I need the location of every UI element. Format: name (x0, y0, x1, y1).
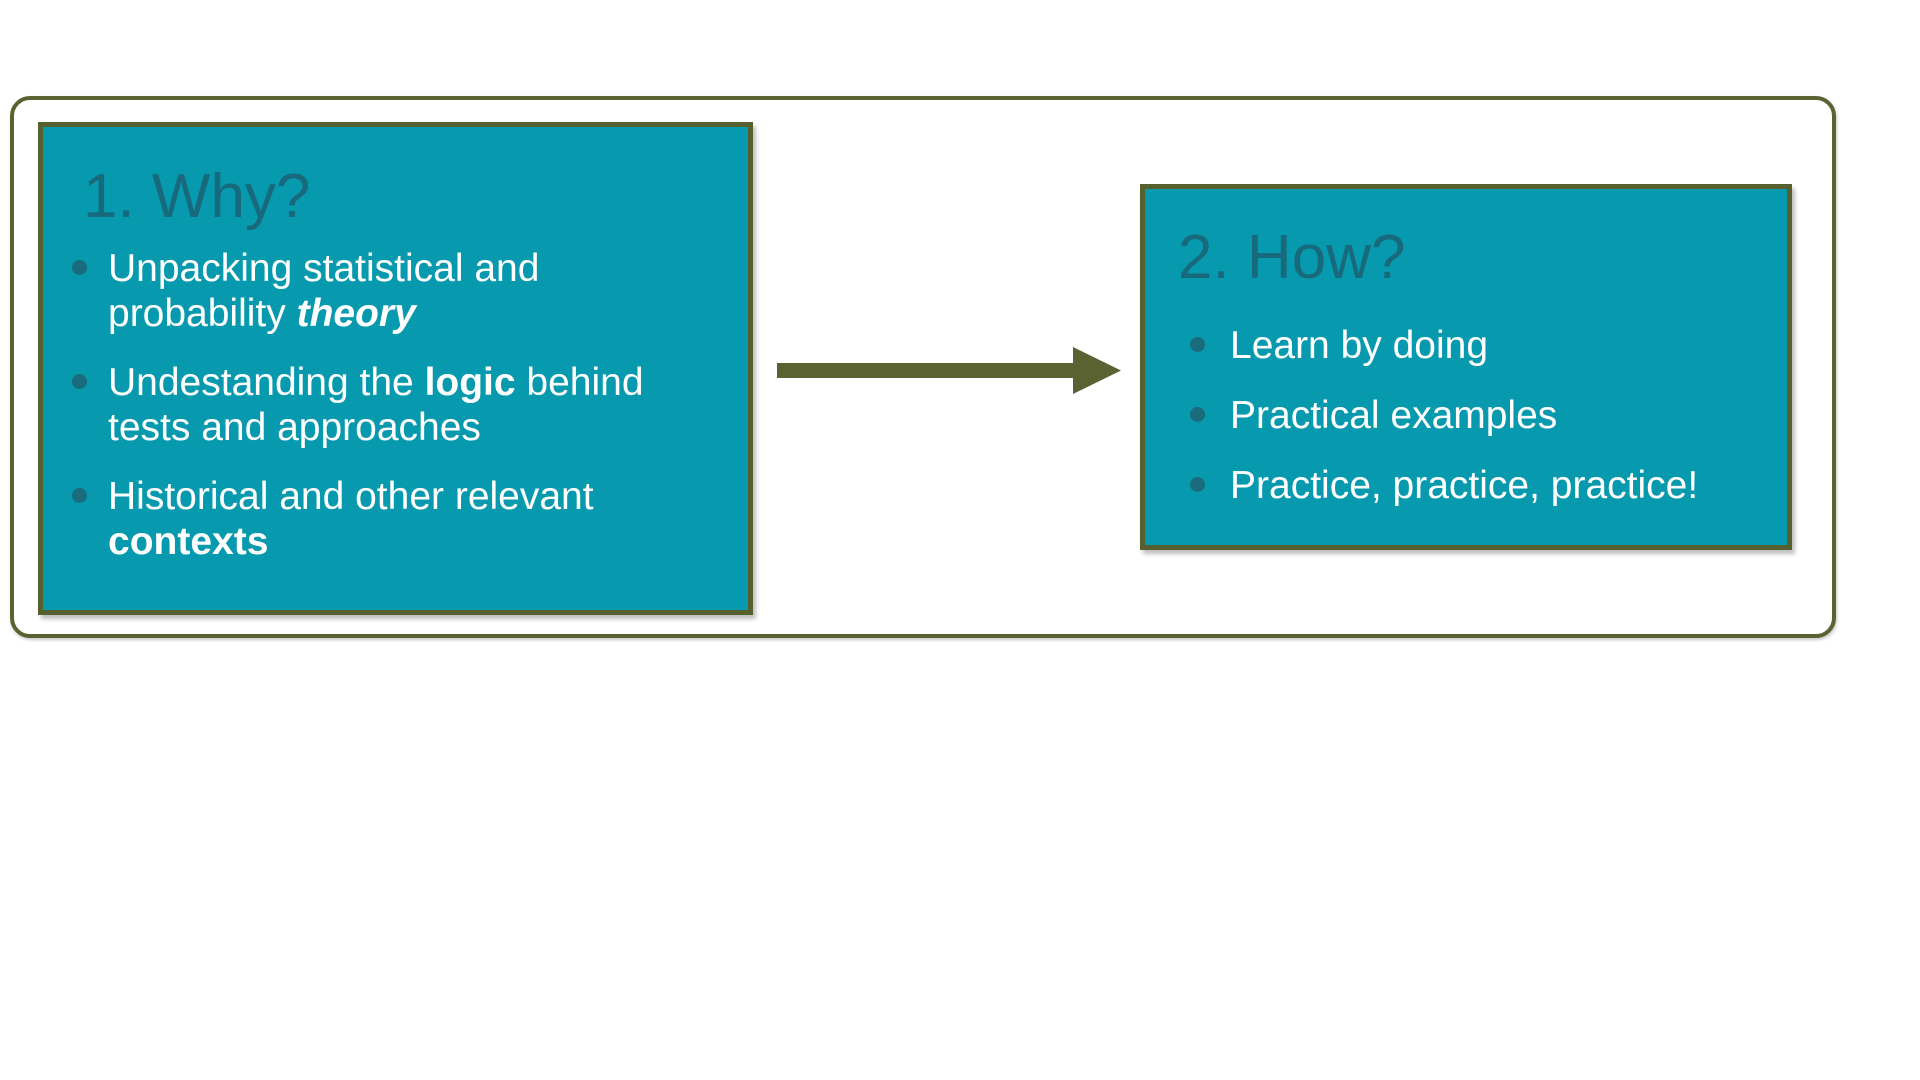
bullet-item: Undestanding the logic behind tests and … (72, 360, 718, 450)
bullet-text-segment: Learn by doing (1230, 324, 1489, 367)
how-title: 2. How? (1178, 223, 1406, 292)
bullet-text-segment: Undestanding the (108, 361, 425, 404)
outer-frame (10, 96, 1836, 638)
why-box: 1. Why? Unpacking statistical and probab… (38, 122, 753, 615)
bullet-text-segment: Historical and other relevant (108, 475, 594, 518)
bullet-item: Historical and other relevant contexts (72, 474, 718, 564)
bullet-text-segment: Practice, practice, practice! (1230, 464, 1699, 507)
bullet-text-segment: behind tests and approaches (108, 361, 644, 449)
bullet-text-segment: logic (424, 361, 516, 404)
bullet-text-segment: Practical examples (1230, 394, 1558, 437)
bullet-text-segment: Unpacking statistical and probability (108, 247, 540, 335)
bullet-text-segment: contexts (108, 520, 269, 563)
bullet-item: Practical examples (1190, 393, 1772, 438)
bullet-item: Learn by doing (1190, 323, 1772, 368)
right-arrow-icon (777, 347, 1121, 394)
why-bullet-list: Unpacking statistical and probability th… (43, 246, 748, 564)
bullet-item: Unpacking statistical and probability th… (72, 246, 718, 336)
bullet-item: Practice, practice, practice! (1190, 463, 1772, 508)
bullet-text-segment: theory (296, 292, 416, 335)
why-title: 1. Why? (83, 162, 311, 231)
